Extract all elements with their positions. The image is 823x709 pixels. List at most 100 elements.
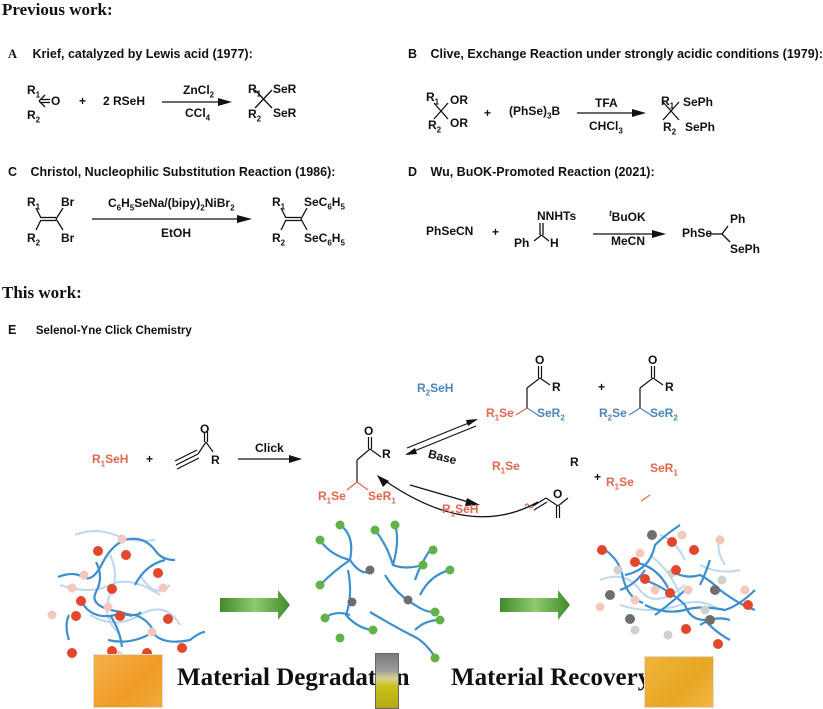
plus-sign: + — [492, 225, 500, 239]
this-work-heading: This work: — [2, 283, 82, 302]
product-ser-1: SeR — [273, 82, 297, 96]
arrowhead-icon — [289, 455, 302, 463]
click-label: Click — [255, 441, 284, 455]
panel-b-letter: B — [408, 47, 418, 61]
reactant-r1seh: R1SeH — [92, 452, 129, 469]
panel-a-letter: A — [8, 47, 18, 61]
acetal-r1: R1 — [426, 90, 440, 107]
panel-c-title: Christol, Nucleophilic Substitution Reac… — [30, 165, 336, 179]
product-b-r2: R2 — [663, 120, 677, 137]
reagent-c6h5sena: C6H5SeNa/(bipy)2NiBr2 — [108, 196, 235, 213]
recovery-arrow — [500, 590, 570, 620]
acetal-r2: R2 — [428, 118, 442, 135]
ynone-o: O — [200, 422, 210, 436]
dissolved-vial-photo — [375, 653, 399, 709]
panel-a-scheme — [38, 89, 273, 109]
hydrazone-nnhts: NNHTs — [537, 209, 577, 223]
reagent-zncl2: ZnCl2 — [183, 83, 215, 100]
product-phse: PhSe — [682, 226, 713, 240]
panel-a-title: Krief, catalyzed by Lewis acid (1977): — [32, 47, 253, 61]
diselenide-bond — [640, 494, 651, 502]
plus-sign: + — [598, 380, 606, 394]
product-b-r1: R1 — [661, 94, 675, 111]
exchange-2-right: SeR2 — [650, 406, 678, 423]
panel-d-letter: D — [408, 165, 418, 179]
arrowhead-icon — [218, 98, 232, 106]
arrowhead-icon — [652, 230, 666, 238]
product-r2: R2 — [248, 107, 262, 124]
center-o: O — [364, 424, 374, 438]
ketone-structure — [38, 94, 50, 108]
ketone-o: O — [51, 94, 61, 108]
solvent-chcl3: CHCl3 — [589, 119, 623, 136]
solvent-etoh: EtOH — [161, 226, 191, 240]
exchange-1-r: R — [552, 380, 561, 394]
panel-e-title: Selenol-Yne Click Chemistry — [35, 325, 192, 337]
plus-sign: + — [484, 106, 492, 120]
plus-sign: + — [146, 452, 154, 466]
product-c-r2: R2 — [272, 231, 286, 248]
center-product-structure — [346, 437, 382, 491]
product-a-structure — [254, 89, 273, 109]
acetal-or-1: OR — [450, 93, 468, 107]
base-arrow — [409, 484, 473, 504]
recovered-sample-photo — [644, 656, 714, 708]
ynone-structure — [174, 432, 214, 470]
product-r1: R1 — [248, 82, 262, 99]
vinyl-o: O — [553, 487, 563, 501]
crosslinked-network-recovered — [595, 524, 756, 649]
panel-c-letter: C — [8, 165, 18, 179]
product-ser-2: SeR — [273, 106, 297, 120]
exchange-1-o: O — [535, 353, 545, 367]
arrowhead-icon — [632, 109, 646, 117]
reagent-r2seh: R2SeH — [417, 381, 454, 398]
solvent-mecn: MeCN — [611, 234, 646, 248]
exchange-1-right: SeR2 — [537, 406, 565, 423]
reactant-rseh: 2 RSeH — [103, 94, 146, 108]
arrowhead-icon — [237, 215, 252, 223]
reactant-phse3b: (PhSe)3B — [509, 104, 561, 121]
exchange-1-left: R1Se — [486, 406, 514, 423]
panel-d-title: Wu, BuOK-Promoted Reaction (2021): — [430, 165, 655, 179]
hydrazone-ph: Ph — [514, 236, 530, 250]
degradation-arrow — [220, 590, 290, 620]
panel-d-scheme — [533, 223, 731, 243]
product-sec6h5-1: SeC6H5 — [304, 195, 345, 212]
arrowhead-icon — [377, 475, 389, 487]
solvent-ccl4: CCl4 — [185, 106, 211, 123]
exchange-2-o: O — [648, 353, 658, 367]
alkene-br-1: Br — [61, 195, 75, 209]
acetal-or-2: OR — [450, 116, 468, 130]
equilibrium-arrows — [405, 419, 478, 455]
material-recovery-label: Material Recovery — [451, 664, 651, 691]
hydrazone-h: H — [550, 236, 559, 250]
vinyl-r: R — [570, 455, 579, 469]
return-arrow — [377, 475, 539, 518]
ketone-r2: R2 — [27, 108, 41, 125]
return-r1seh: R1SeH — [442, 502, 479, 519]
alkene-r2: R2 — [27, 231, 41, 248]
exchange-product-2-structure — [628, 366, 664, 416]
exchange-2-left: R2Se — [599, 406, 627, 423]
alkene-br-2: Br — [61, 231, 75, 245]
product-sec6h5-2: SeC6H5 — [304, 231, 345, 248]
center-r1se: R1Se — [318, 489, 346, 506]
panel-b-title: Clive, Exchange Reaction under strongly … — [430, 47, 823, 61]
exchange-product-1-structure — [515, 366, 551, 416]
product-seph-1: SePh — [683, 95, 714, 109]
arrowhead-icon — [465, 498, 480, 506]
center-r: R — [382, 447, 391, 461]
panel-c-scheme — [35, 207, 308, 231]
ketone-r1: R1 — [27, 83, 41, 100]
panel-e-scheme — [174, 366, 664, 518]
ynone-r: R — [211, 453, 220, 467]
diselenide-left: R1Se — [606, 475, 634, 492]
alkene-r1: R1 — [27, 195, 41, 212]
plus-sign: + — [79, 94, 87, 108]
diselenide-right: SeR1 — [650, 461, 678, 478]
foam-sample-photo — [93, 654, 163, 708]
product-seph-2: SePh — [685, 120, 716, 134]
plus-sign: + — [594, 470, 602, 484]
exchange-2-r: R — [665, 380, 674, 394]
reactant-phsecn: PhSeCN — [426, 224, 474, 238]
